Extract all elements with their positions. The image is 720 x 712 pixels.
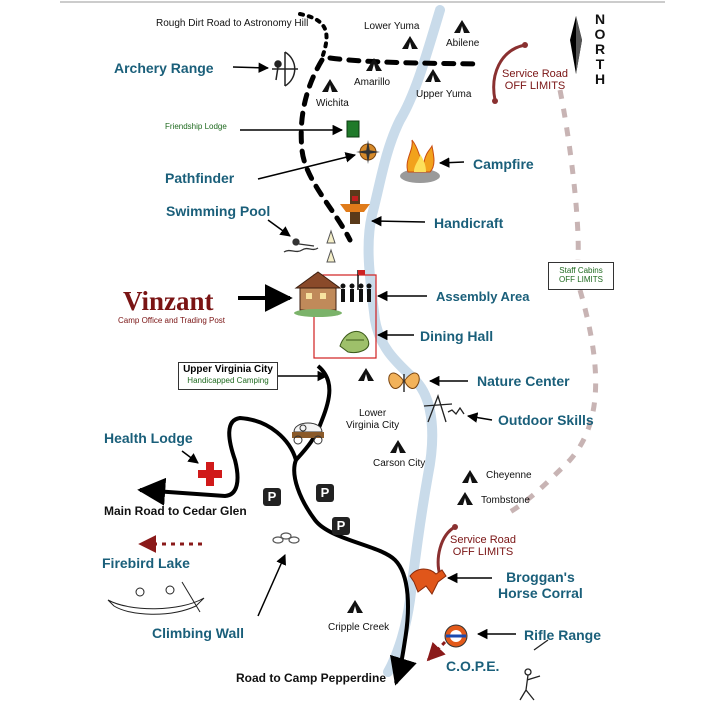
cope-label: C.O.P.E. [446, 658, 500, 674]
horse-corral-label: Broggan's Horse Corral [498, 569, 583, 601]
compass-letters: N O R T H [592, 12, 608, 87]
compass-letter: O [594, 26, 606, 42]
tent-icon [347, 600, 363, 613]
firebird-lake-label: Firebird Lake [102, 555, 190, 571]
upper-virginia-box: Upper Virginia City Handicapped Camping [178, 362, 278, 390]
campsite-tombstone: Tombstone [481, 495, 530, 506]
campsite-amarillo: Amarillo [354, 77, 391, 88]
red-cross-icon [198, 462, 222, 486]
friendship-lodge-icon [346, 120, 360, 138]
tent-icon [322, 79, 338, 92]
campsite-lower-yuma: Lower Yuma [364, 21, 420, 32]
butterfly-icon [388, 372, 420, 392]
pepperdine-road-label: Road to Camp Pepperdine [236, 671, 387, 685]
assembly-icon [340, 270, 372, 302]
archery-range-label: Archery Range [114, 60, 214, 76]
staff-cabins-line2: OFF LIMITS [559, 275, 603, 284]
main-road [292, 364, 417, 686]
climbing-wall-icon [272, 532, 300, 544]
tent-icon [402, 36, 418, 49]
rifle-range-label: Rifle Range [524, 627, 602, 643]
dining-hall-icon [339, 331, 370, 353]
horse-corral-line2: Horse Corral [498, 585, 583, 601]
north-arrow-icon [570, 16, 582, 74]
service-road-label: Service Road OFF LIMITS [502, 68, 568, 92]
campfire-label: Campfire [473, 156, 534, 172]
campsite-cheyenne: Cheyenne [486, 470, 532, 481]
swimming-pool-label: Swimming Pool [166, 203, 271, 219]
tent-icon [390, 440, 406, 453]
tent-icon [457, 492, 473, 505]
parking-icon: P [316, 484, 334, 502]
compass-letter: H [594, 71, 606, 87]
compass-letter: N [594, 11, 606, 27]
compass-letter: R [594, 41, 606, 57]
trail-east [327, 55, 483, 67]
staff-cabins-line1: Staff Cabins [559, 266, 603, 275]
cope-icon [519, 639, 549, 701]
tent-icon [366, 58, 382, 71]
trail-north [298, 57, 353, 243]
archery-icon [272, 51, 298, 87]
dining-hall-label: Dining Hall [420, 328, 494, 344]
nature-center-label: Nature Center [477, 373, 570, 389]
service-road-south [508, 289, 599, 515]
wagon-icon [292, 422, 324, 445]
handicraft-label: Handicraft [434, 215, 504, 231]
rough-road [298, 12, 329, 60]
service-road-line1: Service Road [502, 68, 569, 80]
parking-icon: P [263, 488, 281, 506]
campsite-cripple-creek: Cripple Creek [328, 622, 390, 633]
handicraft-icon [340, 190, 370, 224]
campsite-lower-virginia: Lower Virginia City [346, 408, 400, 431]
vinzant-title: Vinzant [123, 286, 214, 316]
swimmer-icon [283, 238, 319, 253]
tent-icon [454, 20, 470, 33]
rough-road-label: Rough Dirt Road to Astronomy Hill [156, 18, 309, 29]
horse-icon [409, 568, 447, 595]
target-icon [444, 624, 468, 648]
service-road-label: Service Road OFF LIMITS [450, 534, 516, 558]
service-road-line2: OFF LIMITS [504, 80, 566, 92]
campsite-upper-yuma: Upper Yuma [416, 89, 472, 100]
campsite-abilene: Abilene [446, 38, 480, 49]
staff-cabins-box: Staff Cabins OFF LIMITS [548, 262, 614, 290]
parking-icon: P [332, 517, 350, 535]
upper-virginia-line2: Handicapped Camping [187, 376, 269, 385]
campfire-icon [400, 139, 440, 183]
canoe-icon [107, 581, 205, 615]
assembly-area-label: Assembly Area [436, 289, 530, 304]
pathfinder-icon [356, 140, 380, 164]
health-lodge-label: Health Lodge [104, 430, 193, 446]
west-road [137, 415, 298, 506]
main-road-label: Main Road to Cedar Glen [104, 504, 247, 518]
tent-icon [425, 69, 441, 82]
horse-corral-line1: Broggan's [506, 569, 575, 585]
service-road-north [557, 89, 581, 261]
service-road-line2: OFF LIMITS [452, 546, 514, 558]
compass-letter: T [595, 56, 605, 72]
upper-virginia-line1: Upper Virginia City [183, 364, 273, 375]
friendship-lodge-label: Friendship Lodge [165, 122, 227, 131]
service-road-line1: Service Road [450, 534, 517, 546]
tent-icon [462, 470, 478, 483]
campsite-wichita: Wichita [316, 98, 349, 109]
vinzant-subtitle: Camp Office and Trading Post [118, 316, 226, 325]
pathfinder-label: Pathfinder [165, 170, 235, 186]
outdoor-skills-icon [423, 394, 465, 423]
outdoor-skills-label: Outdoor Skills [498, 412, 594, 428]
tent-icon [358, 368, 374, 381]
campsite-carson: Carson City [373, 458, 426, 469]
climbing-wall-label: Climbing Wall [152, 625, 245, 641]
vinzant-building-icon [294, 271, 342, 317]
